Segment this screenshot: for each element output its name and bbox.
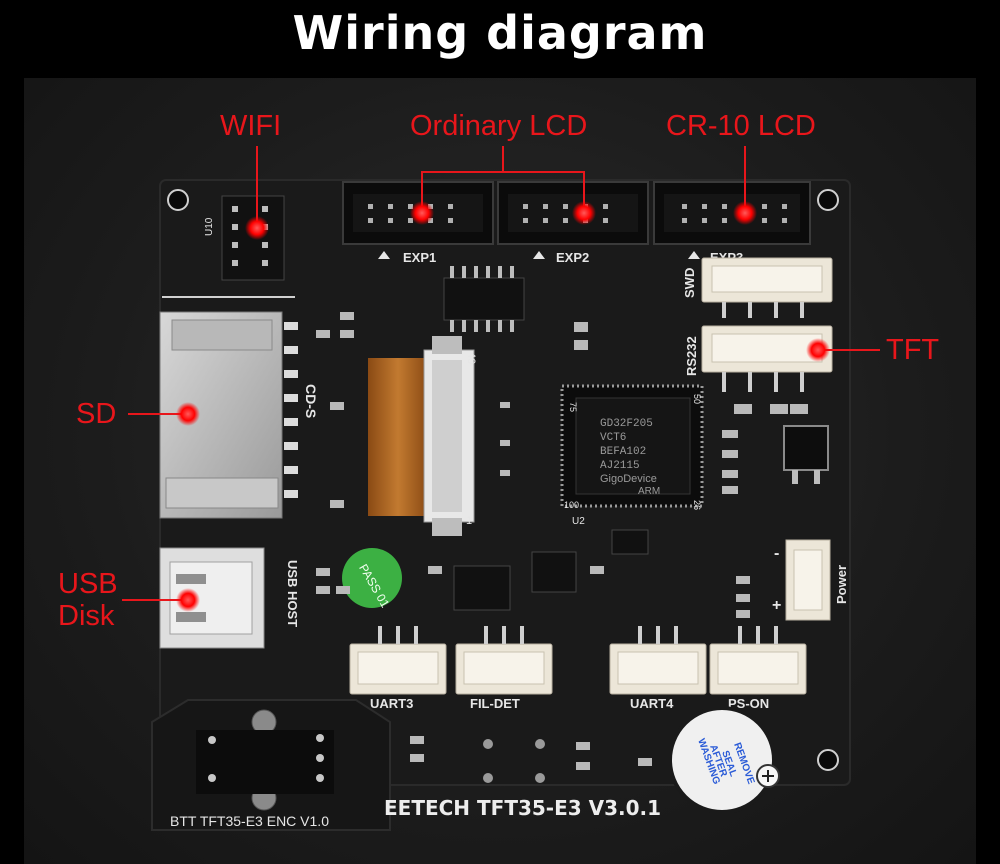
ordinary-lcd-dot-2	[572, 201, 596, 225]
uart3-label: UART3	[370, 696, 413, 711]
usb-host-label: USB HOST	[285, 560, 300, 627]
mcu-line-2: VCT6	[600, 432, 626, 444]
power-plus-label: +	[772, 597, 781, 614]
sd-card-slot	[159, 311, 283, 519]
ordinary-lcd-dot	[410, 201, 434, 225]
exp2-label: EXP2	[556, 250, 589, 265]
fpc-pin-1-label: 1	[466, 515, 472, 527]
wifi-callout: WIFI	[220, 110, 282, 142]
tft-callout: TFT	[886, 334, 940, 366]
uart4-label: UART4	[630, 696, 674, 711]
page-title: Wiring diagram	[292, 6, 708, 60]
usb-callout-line1: USB	[58, 568, 118, 600]
mcu-line-4: AJ2115	[600, 460, 640, 472]
usb-callout-line2: Disk	[58, 600, 115, 632]
power-label: Power	[834, 565, 849, 604]
power-minus-label: -	[774, 545, 779, 562]
cr10-lcd-callout: CR-10 LCD	[666, 110, 816, 142]
mcu-pin-75: 75	[568, 402, 578, 412]
board-name-label: EETECH TFT35-E3 V3.0.1	[384, 796, 661, 820]
fpc-pin-40-label: 40	[465, 352, 477, 364]
exp1-header	[342, 181, 494, 245]
u10-label: U10	[204, 217, 215, 236]
usb-dot	[176, 588, 200, 612]
mcu-chip	[560, 384, 704, 508]
swd-connector	[701, 257, 833, 303]
u2-label: U2	[572, 516, 585, 527]
exp3-pin1-marker	[688, 251, 700, 259]
voltage-regulator	[783, 425, 829, 484]
mount-hole-top-left	[167, 189, 189, 211]
ps-on-connector	[709, 643, 807, 695]
fil-det-connector	[455, 643, 553, 695]
cr10-lcd-dot	[733, 201, 757, 225]
pass-sticker	[342, 548, 402, 608]
tft-dot	[806, 338, 830, 362]
exp1-pin1-marker	[378, 251, 390, 259]
ic-mid-soic	[453, 529, 649, 611]
encoder-board-label: BTT TFT35-E3 ENC V1.0	[170, 813, 329, 829]
mcu-brand: GigoDevice	[600, 473, 657, 485]
mcu-pin-100: 100	[564, 500, 579, 510]
uart3-connector	[349, 643, 447, 695]
encoder-board	[151, 699, 391, 831]
power-connector	[785, 539, 831, 621]
mount-hole-bottom-right	[817, 749, 839, 771]
fpc-ribbon-cable	[368, 358, 428, 516]
rs232-label: RS232	[684, 336, 699, 376]
wifi-dot	[245, 216, 269, 240]
exp3-header	[653, 181, 811, 245]
sd-callout: SD	[76, 398, 117, 430]
exp2-pin1-marker	[533, 251, 545, 259]
uart4-connector	[609, 643, 707, 695]
mcu-core: ARM	[638, 486, 660, 497]
mcu-line-3: BEFA102	[600, 446, 646, 458]
rs232-connector	[701, 325, 833, 373]
exp1-label: EXP1	[403, 250, 436, 265]
fpc-connector	[423, 336, 475, 536]
sd-dot	[176, 402, 200, 426]
usb-host-port	[159, 547, 265, 649]
mcu-pin-50: 50	[692, 394, 702, 404]
mcu-line-1: GD32F205	[600, 418, 653, 430]
ps-on-label: PS-ON	[728, 696, 769, 711]
cd-s-label: CD-S	[303, 384, 319, 418]
swd-label: SWD	[682, 268, 697, 298]
mount-hole-top-right	[817, 189, 839, 211]
mcu-pin-26: 26	[692, 500, 702, 510]
ordinary-lcd-callout: Ordinary LCD	[410, 110, 588, 142]
buzzer	[668, 706, 780, 814]
fil-det-label: FIL-DET	[470, 696, 520, 711]
ic-top-soic	[443, 266, 525, 332]
